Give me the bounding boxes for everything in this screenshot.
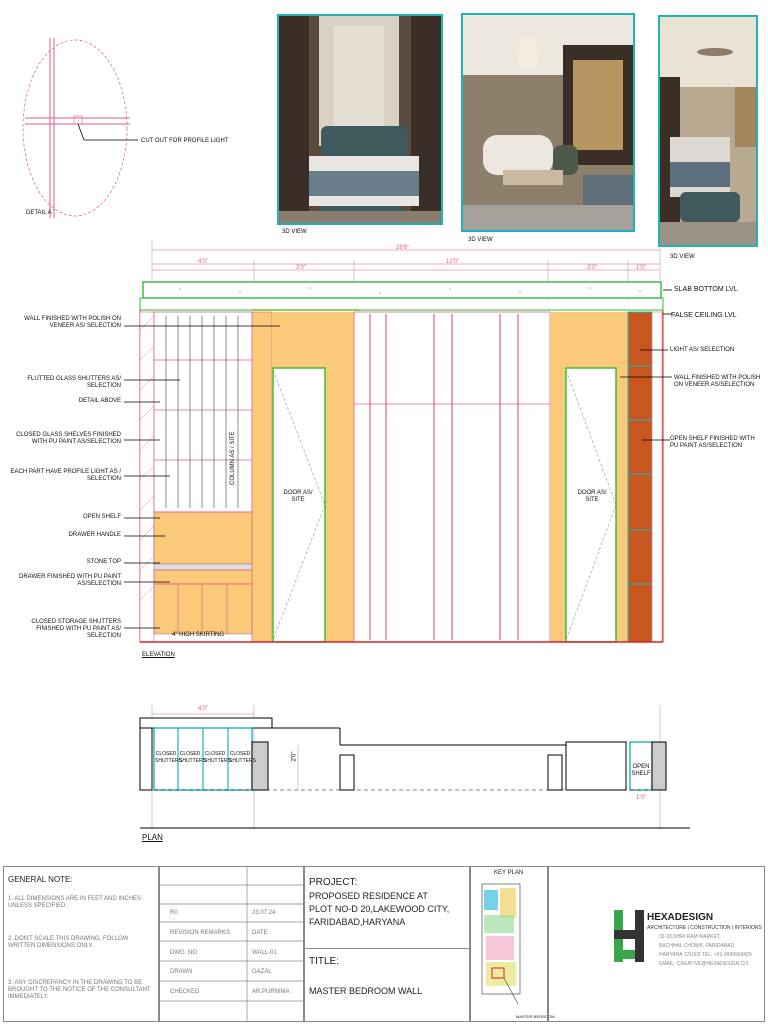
view-3-caption: 3D VIEW [670,254,695,260]
dim-left: 4'0" [198,259,208,265]
drawer-finish-label: DRAWER FINISHED WITH PU PAINT AS/SELECTI… [19,574,121,587]
view-1-caption: 3D VIEW [282,229,307,235]
rev-val-3: GAZAL [252,969,272,975]
column-label: COLUMN AS / SITE [230,431,236,485]
project-line-3: FARIDABAD,HARYANA [309,917,406,927]
company-address-3: HARYANA 121002 TEL: +91-9999909429 [659,952,752,958]
bedroom-render-2 [658,15,758,247]
plan-dim-mid: 2'0" [291,751,298,762]
rev-key-0: R0 [170,910,178,916]
shutter-label-1: CLOSED SHUTTERS [155,751,182,764]
rev-key-1: REVISION REMARKS [170,930,231,936]
view-2-caption: 3D VIEW [468,237,493,243]
right-wall-label: WALL FINISHED WITH POLISH ON VENEER AS/S… [674,375,761,388]
general-note-title: GENERAL NOTE: [8,875,73,884]
rev-val-1: DATE [252,930,268,936]
revision-grid [159,866,304,1022]
company-tagline: ARCHITECTURE | CONSTRUCTION | INTERIORS [647,925,762,931]
dim-column: 2'0" [296,265,306,271]
rev-val-0: 23.07.24 [252,910,276,916]
cutout-label: CUT OUT FOR PROFILE LIGHT [141,138,229,144]
dim-right: 3'0" [587,265,597,271]
rev-key-4: CHECKED [170,989,200,995]
light-label: LIGHT AS/ SELECTION [670,347,735,353]
title-value: MASTER BEDROOM WALL [309,986,423,996]
plan-open-shelf: OPEN SHELF [631,764,651,777]
plan-dim-right: 1'0" [636,795,646,801]
shutter-label-4: CLOSED SHUTTERS [229,751,256,764]
left-door-label: DOOR AS/ SITE [283,490,313,503]
key-plan-drawing [481,883,521,1005]
key-plan-label: KEY PLAN [494,870,524,876]
rev-val-4: AR.PURNIMA [252,989,290,995]
project-line-1: PROPOSED RESIDENCE AT [309,891,428,901]
skirting-label: 4" HIGH SKIRTING [172,632,225,638]
key-plan-box [470,866,548,1022]
bedroom-render-1 [277,14,443,225]
company-address-2: BACHHAL CHOWK, FARIDABAD, [659,943,736,949]
key-plan-room: MASTER BEDROOM [516,1014,555,1019]
slab-bottom-label: SLAB BOTTOM LVL [674,286,738,293]
detail-a-title: DETAIL A [26,210,52,216]
project-label: PROJECT: [309,877,358,888]
project-divider [304,948,470,949]
detail-a-drawing [22,38,138,218]
storage-shutters-label: CLOSED STORAGE SHUTTERS FINISHED WITH PU… [31,619,121,639]
plan-title: PLAN [142,833,163,842]
elevation-drawing [124,240,672,643]
note-2: 2. DON'T SCALE THIS DRAWING, FOLLOW WRIT… [8,936,129,949]
stone-top-label: STONE TOP [86,559,121,565]
profile-light-label: EACH PART HAVE PROFILE LIGHT AS / SELECT… [10,469,121,482]
company-email: EMAIL: CREATIVE@HEXADESIGN.CO [659,961,749,967]
dim-center: 12'0" [446,259,460,265]
detail-above-label: DETAIL ABOVE [78,398,121,404]
elevation-title: ELEVATION [142,652,175,658]
revision-grid-lines [159,866,304,1022]
company-address-1: 32-33,SHRI RAM MARKET, [659,934,721,940]
left-wall-label: WALL FINISHED WITH POLISH ON VENEER AS/ … [24,316,121,329]
rev-key-2: DWG. NO [170,950,197,956]
project-line-2: PLOT NO-D 20,LAKEWOOD CITY, [309,904,450,914]
right-door-label: DOOR AS/ SITE [577,490,607,503]
false-ceiling-label: FALSE CEILING LVL [671,312,737,319]
plan-dim-left: 4'0" [198,706,208,712]
flutted-glass-label: FLUTTED GLASS SHUTTERS AS/ SELECTION [27,376,121,389]
company-name: HEXADESIGN [647,912,714,923]
note-3: 3. ANY DISCREPANCY IN THE DRAWING TO BE … [8,980,151,1000]
project-box [304,866,470,1022]
drawer-handle-label: DRAWER HANDLE [68,532,121,538]
dim-door: 1'0" [636,265,646,271]
title-label: TITLE: [309,956,340,967]
rev-val-2: WALL-01 [252,950,277,956]
rev-key-3: DRAWN [170,969,193,975]
dim-total: 28'6" [396,245,410,251]
general-note-box [3,866,159,1022]
plan-drawing [139,705,690,830]
note-1: 1. ALL DIMENSIONS ARE IN FEET AND INCHES… [8,896,142,909]
hexadesign-logo-icon [614,910,644,962]
glass-shelves-label: CLOSED GLASS SHELVES FINISHED WITH PU PA… [16,432,121,445]
open-shelf-finish-label: OPEN SHELF FINISHED WITH PU PAINT AS/SEL… [670,436,755,449]
shutter-label-2: CLOSED SHUTTERS [179,751,206,764]
living-render [461,13,635,232]
company-box [548,866,765,1022]
open-shelf-label: OPEN SHELF [82,514,121,520]
shutter-label-3: CLOSED SHUTTERS [204,751,231,764]
